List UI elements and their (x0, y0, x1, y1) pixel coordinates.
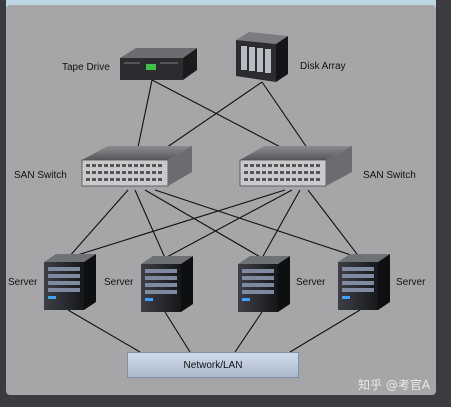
san-switch-right-icon (239, 146, 352, 187)
server-1-label: Server (8, 277, 38, 288)
link-rsw-server3 (261, 189, 301, 259)
link-rsw-server1 (67, 189, 286, 259)
link-lsw-server4 (154, 189, 361, 259)
san-switch-right-label: SAN Switch (363, 170, 416, 181)
server-2-label: Server (104, 277, 134, 288)
network-lan-label: Network/LAN (183, 359, 243, 371)
link-server3-lan (234, 311, 263, 353)
link-disk-right-switch (261, 81, 311, 153)
network-lan-box: Network/LAN (127, 352, 299, 378)
server-4-icon (338, 254, 390, 310)
server-1-icon (44, 254, 96, 310)
tape-drive-icon (120, 48, 197, 80)
disk-array-icon (236, 32, 288, 82)
san-switch-left-icon (81, 146, 192, 187)
connections (67, 79, 361, 353)
server-2-icon (141, 256, 193, 312)
tape-drive-label: Tape Drive (62, 62, 110, 73)
link-server2-lan (164, 311, 191, 353)
link-lsw-server2 (134, 189, 166, 259)
link-disk-left-switch (159, 81, 263, 153)
san-switch-left-label: SAN Switch (14, 170, 67, 181)
server-3-label: Server (296, 277, 326, 288)
link-server4-lan (289, 309, 361, 353)
link-server1-lan (67, 309, 141, 353)
top-strip (6, 0, 436, 9)
disk-array-label: Disk Array (300, 61, 346, 72)
link-lsw-server3 (144, 189, 263, 259)
server-3-icon (238, 256, 290, 312)
link-tape-left-switch (136, 79, 153, 153)
diagram-panel (6, 5, 436, 395)
server-4-label: Server (396, 277, 426, 288)
watermark: 知乎 @考官A (358, 378, 431, 392)
link-rsw-server4 (307, 189, 361, 259)
link-lsw-server1 (67, 189, 129, 259)
link-tape-right-switch (151, 79, 291, 153)
link-rsw-server2 (164, 189, 293, 259)
